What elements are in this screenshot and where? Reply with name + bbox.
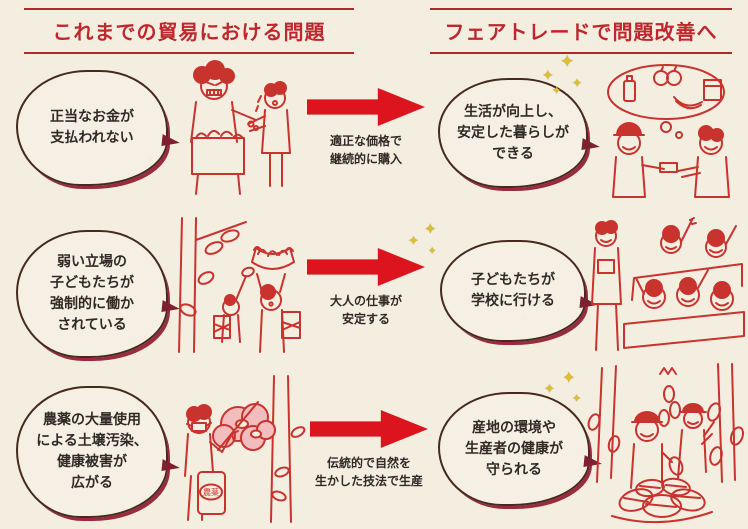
buyer-with-cap-figure xyxy=(612,122,678,198)
problem-bubble-2: 弱い立場の 子どもたちが 強制的に働か されている xyxy=(16,230,181,358)
buyer-figure xyxy=(190,60,257,195)
tree xyxy=(178,217,247,353)
improvement-arrow-2: 大人の仕事が 安定する xyxy=(300,248,432,328)
solution-text-2: 子どもたちが 学校に行ける xyxy=(471,272,555,309)
desks xyxy=(623,263,745,349)
sparkle-icon: ✦ xyxy=(408,234,419,249)
spray-cloud xyxy=(212,403,276,451)
sparkle-cluster-2: ✦ ✦ ✦ xyxy=(404,220,448,266)
sparkle-cluster-1: ✦ ✦ ✦ ✦ xyxy=(542,52,594,108)
right-arrow-icon xyxy=(310,410,428,448)
solution-text-3: 産地の環境や 生産者の健康が 守られる xyxy=(465,419,563,478)
classroom-illustration xyxy=(576,212,746,354)
sprayer-figure: 農薬 xyxy=(184,404,239,521)
right-arrow-icon xyxy=(307,88,425,126)
problems-header: これまでの貿易における問題 xyxy=(24,8,354,54)
sparkle-icon: ✦ xyxy=(552,84,562,97)
arrow-caption-2: 大人の仕事が 安定する xyxy=(329,294,402,326)
sparkle-icon: ✦ xyxy=(428,246,437,257)
solution-bubble-1: 生活が向上し、 安定した暮らしが できる xyxy=(438,78,601,188)
healthy-harvest-illustration xyxy=(574,360,746,528)
teacher-figure xyxy=(591,220,622,351)
pesticide-can-label: 農薬 xyxy=(203,487,219,497)
sparkle-icon: ✦ xyxy=(560,52,575,72)
farmer-left-figure xyxy=(630,411,684,489)
problem-text-2: 弱い立場の 子どもたちが 強制的に働か されている xyxy=(50,254,134,333)
unfair-payment-illustration xyxy=(158,58,308,198)
farmer-right-figure xyxy=(677,403,715,479)
improvement-arrow-1: 適正な価格で 継続的に購入 xyxy=(300,88,432,168)
underpaid-worker-figure xyxy=(247,81,291,187)
pesticide-spraying-illustration: 農薬 xyxy=(158,372,308,524)
sparkle-icon: ✦ xyxy=(544,382,555,397)
solution-bubble-3: 産地の環境や 生産者の健康が 守られる xyxy=(438,392,603,506)
solutions-header-text: フェアトレードで問題改善へ xyxy=(444,20,718,44)
cacao-trees xyxy=(587,363,745,483)
arrow-caption-1: 適正な価格で 継続的に購入 xyxy=(329,134,402,166)
sparkle-icon: ✦ xyxy=(572,76,583,90)
carrying-child-figure xyxy=(251,246,301,353)
students-front-row xyxy=(635,269,734,311)
problem-bubble-3: 農薬の大量使用 による土壌汚染、 健康被害が 広がる xyxy=(16,386,181,518)
sparkle-cluster-3: ✦ ✦ ✦ xyxy=(544,368,596,420)
improvement-arrow-3: 伝統的で自然を 生かした技法で生産 xyxy=(300,410,438,490)
solution-bubble-2: 子どもたちが 学校に行ける xyxy=(440,240,599,342)
goods-thought-bubble xyxy=(607,64,725,139)
tree xyxy=(270,375,306,523)
picking-child-figure xyxy=(213,266,255,343)
problem-text-1: 正当なお金が 支払われない xyxy=(50,109,134,146)
sparkle-icon: ✦ xyxy=(542,68,554,84)
producer-receiving-figure xyxy=(677,125,730,198)
branch xyxy=(217,401,259,451)
cacao-pod-pile xyxy=(611,477,713,524)
problem-text-3: 農薬の大量使用 による土壌汚染、 健康被害が 広がる xyxy=(36,412,148,491)
fair-exchange-illustration xyxy=(578,55,746,200)
problems-header-text: これまでの貿易における問題 xyxy=(52,20,326,44)
child-labor-illustration xyxy=(158,212,308,355)
sparkle-icon: ✦ xyxy=(572,392,582,405)
sparkle-icon: ✦ xyxy=(562,368,576,387)
problem-bubble-1: 正当なお金が 支払われない xyxy=(16,70,181,186)
solution-text-1: 生活が向上し、 安定した暮らしが できる xyxy=(457,103,569,162)
arrow-caption-3: 伝統的で自然を 生かした技法で生産 xyxy=(314,456,423,488)
students-back-row xyxy=(660,217,737,258)
sparkle-icon: ✦ xyxy=(424,220,437,238)
solutions-header: フェアトレードで問題改善へ xyxy=(430,8,732,54)
